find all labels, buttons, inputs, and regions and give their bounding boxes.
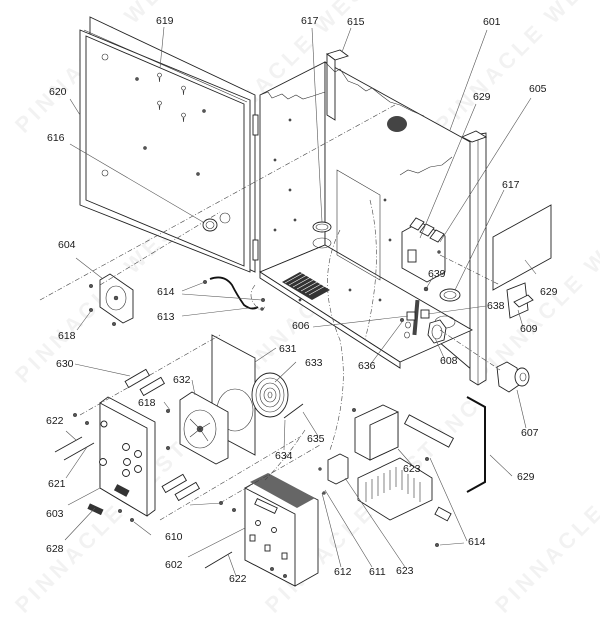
callout-632: 632 [173,374,191,386]
probes-622-621 [54,436,95,461]
rotary-handle-609 [506,282,534,319]
callout-622: 622 [229,573,247,585]
callout-618: 618 [58,330,76,342]
front-panel-603 [99,396,156,517]
callout-628: 628 [46,543,64,555]
vent-hatch [387,116,407,132]
callout-615: 615 [347,16,365,28]
callout-633: 633 [305,357,323,369]
cable-gland-607 [496,361,530,393]
callout-603: 603 [46,508,64,520]
callout-614: 614 [157,286,175,298]
callout-631: 631 [279,343,297,355]
fan-guard-633 [251,372,289,418]
enclosure-door [79,16,259,273]
controller-602 [244,473,319,587]
contactor-623 [354,404,455,461]
callout-629: 629 [517,471,535,483]
callout-609: 609 [520,323,538,335]
breaker-605 [401,217,446,283]
callout-639: 639 [428,268,446,280]
callout-602: 602 [165,559,183,571]
standoffs-630 [124,368,201,502]
callout-614: 614 [468,536,486,548]
callout-613: 613 [157,311,175,323]
leader-lines [64,26,537,577]
callout-622: 622 [46,415,64,427]
connector-628 [87,503,104,516]
callout-621: 621 [48,478,66,490]
callout-604: 604 [58,239,76,251]
terminal-blocks-623 [357,457,452,522]
label-plate-629 [492,204,552,291]
callout-620: 620 [49,86,67,98]
callout-619: 619 [156,15,174,27]
wire-bracket-629 [466,396,486,493]
callout-617: 617 [301,15,319,27]
callout-601: 601 [483,16,501,28]
callout-608: 608 [440,355,458,367]
callout-612: 612 [334,566,352,578]
callout-629: 629 [473,91,491,103]
callout-606: 606 [292,320,310,332]
callout-635: 635 [307,433,325,445]
callout-634: 634 [275,450,293,462]
callout-611: 611 [369,566,386,578]
enclosure-body [259,49,488,386]
callout-623: 623 [403,463,421,475]
callout-636: 636 [358,360,376,372]
callout-605: 605 [529,83,547,95]
callout-610: 610 [165,531,183,543]
callout-618: 618 [138,397,156,409]
callout-607: 607 [521,427,539,439]
callout-616: 616 [47,132,65,144]
floor-vent [282,272,330,300]
fan-632 [179,391,229,465]
relay-611 [318,453,349,495]
callout-623: 623 [396,565,414,577]
callout-617: 617 [502,179,520,191]
assembly-lines [39,104,501,521]
callout-638: 638 [487,300,505,312]
exploded-parts-diagram [39,16,552,587]
locknut-608 [427,319,447,344]
callout-629: 629 [540,286,558,298]
fan-604 [88,273,134,327]
callout-630: 630 [56,358,74,370]
